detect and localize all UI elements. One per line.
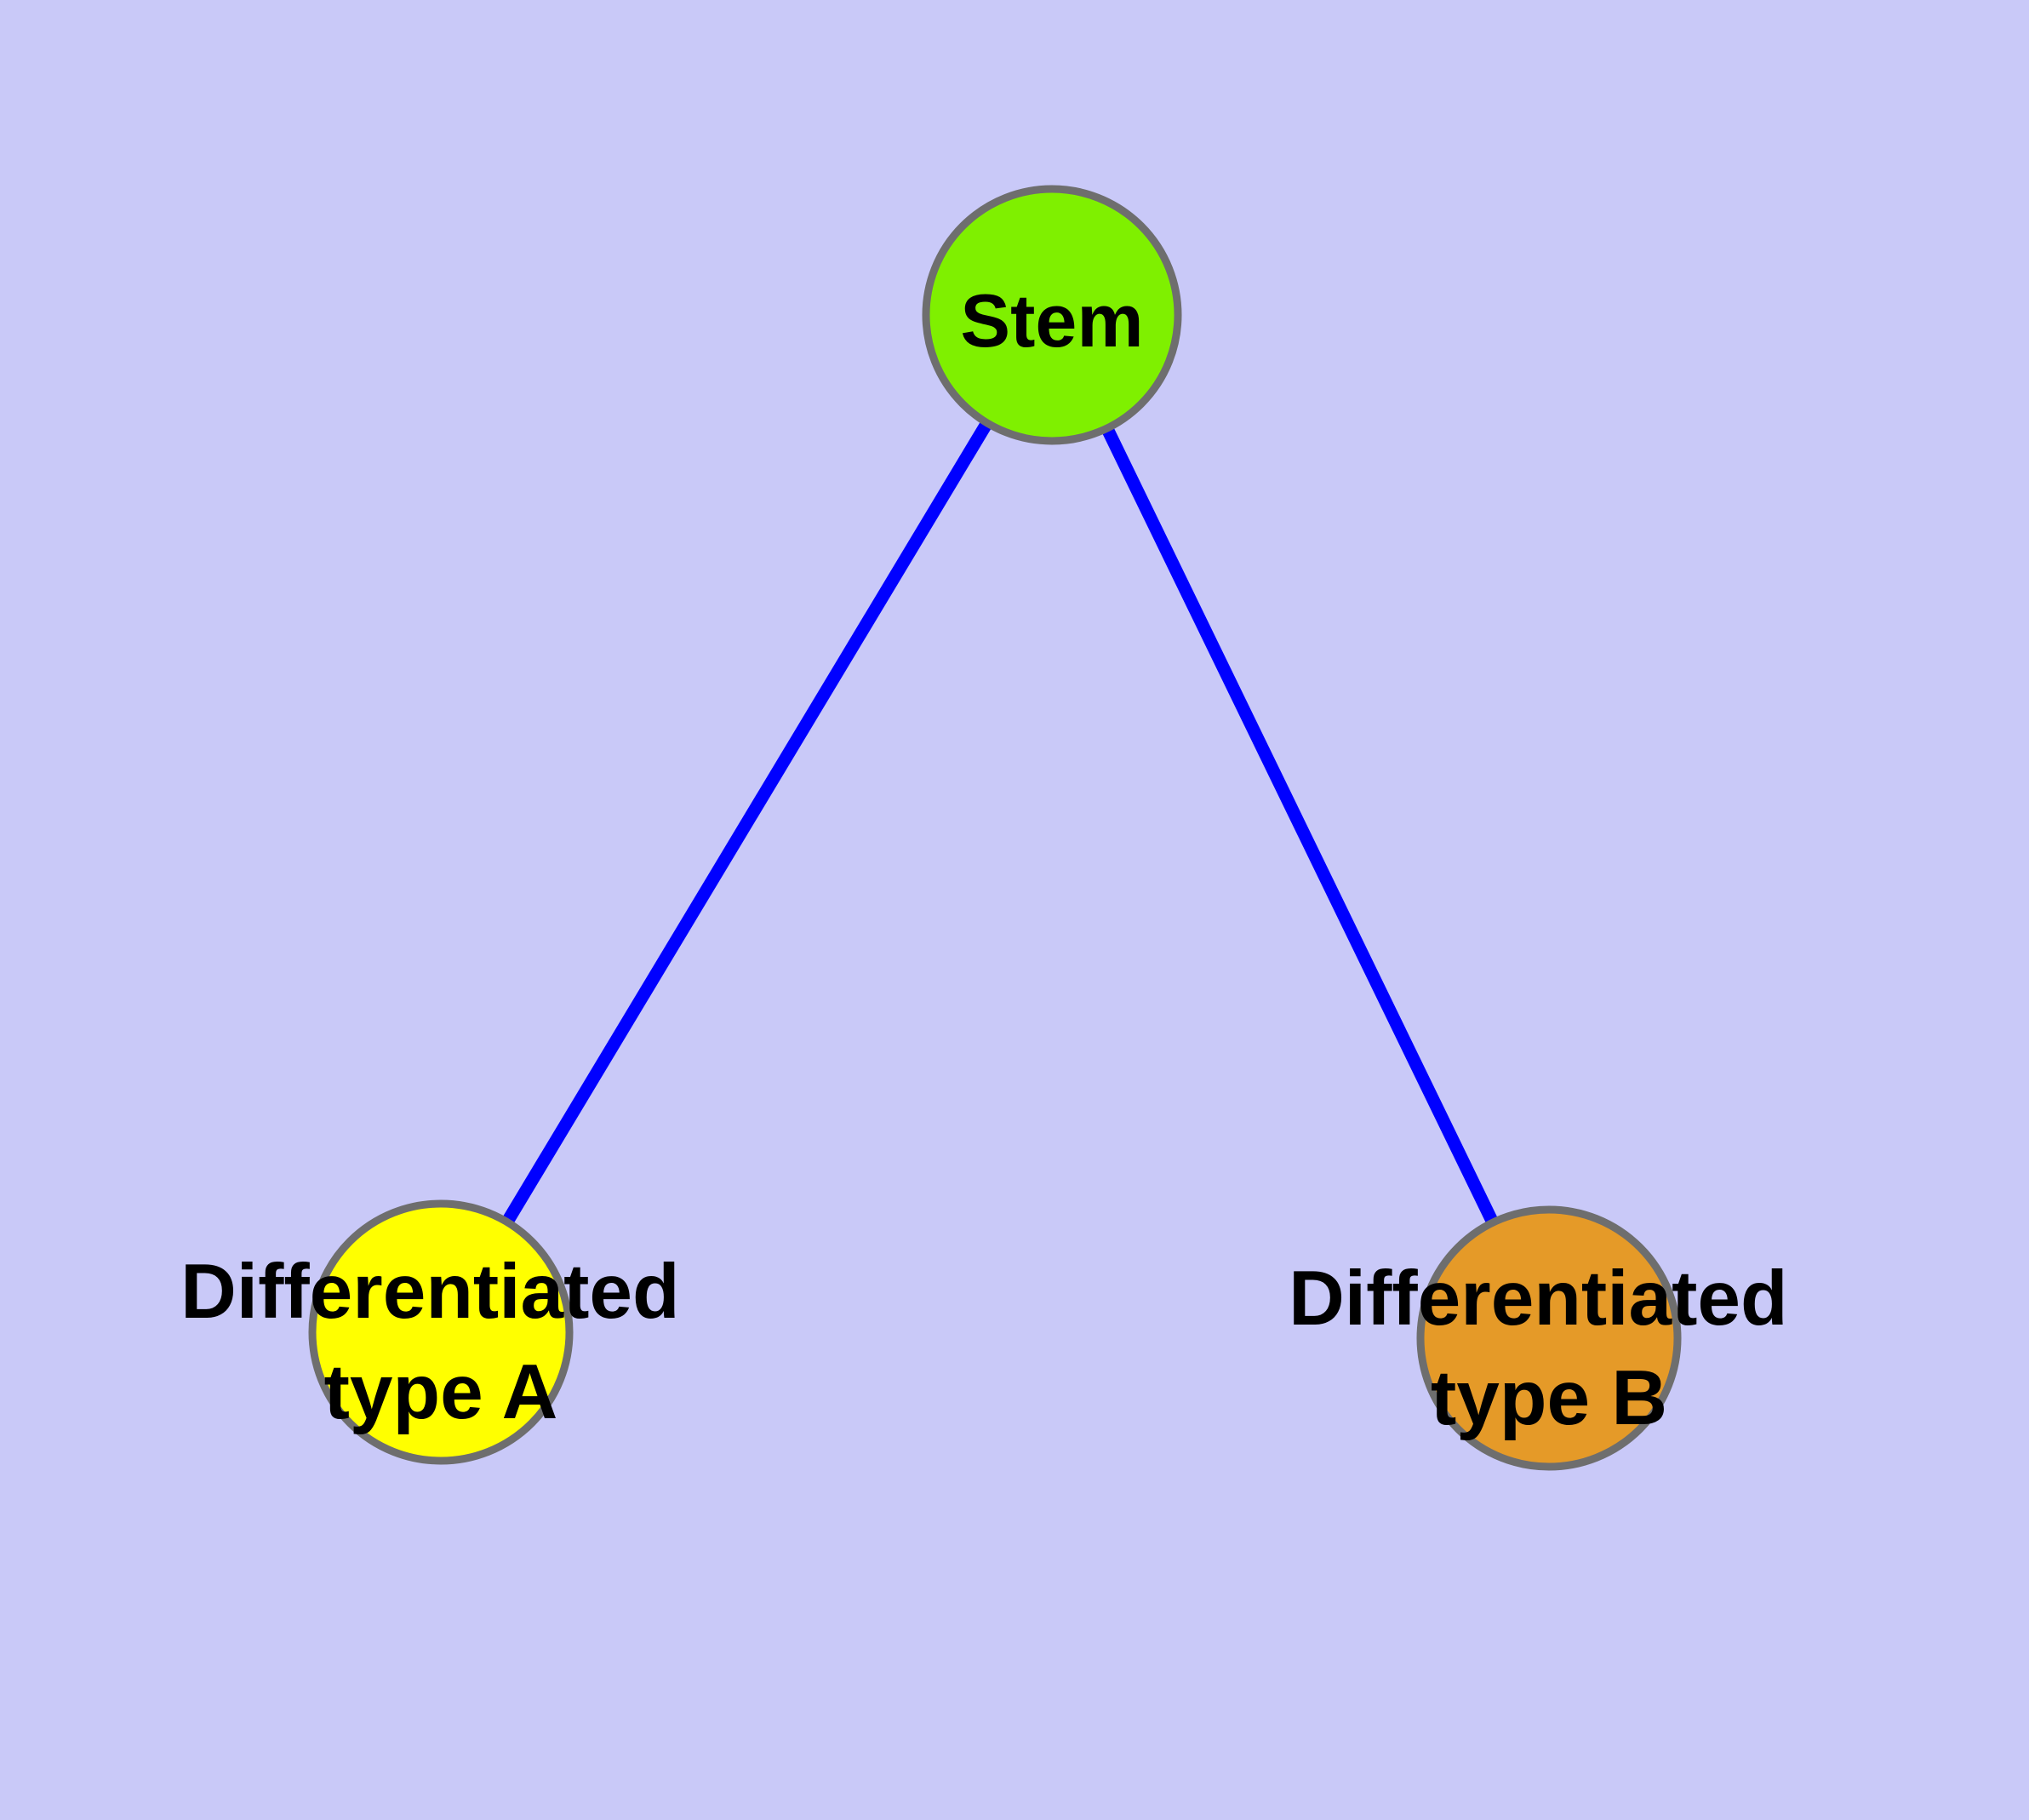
- node-stem-circle: [922, 185, 1182, 445]
- node-type-b-circle: [1416, 1205, 1682, 1471]
- node-stem: Stem: [922, 185, 1182, 445]
- node-type-a-label-line1: Differentiated: [180, 1249, 680, 1335]
- edge-stem-to-type-a: [435, 312, 1058, 1336]
- node-type-b-label-line1: Differentiated: [1289, 1256, 1788, 1342]
- node-stem-label: Stem: [960, 278, 1143, 363]
- node-type-b-label: Differentiated type B: [1289, 1256, 1809, 1441]
- node-type-b-label-line2: type B: [1431, 1355, 1667, 1441]
- node-type-a-label: Differentiated type A: [180, 1249, 701, 1435]
- edge-stem-to-type-b: [1046, 312, 1555, 1342]
- node-differentiated-type-a: Differentiated type A: [180, 1199, 701, 1465]
- node-type-a-label-line2: type A: [324, 1349, 558, 1435]
- node-differentiated-type-b: Differentiated type B: [1289, 1205, 1809, 1471]
- node-type-a-circle: [308, 1199, 574, 1465]
